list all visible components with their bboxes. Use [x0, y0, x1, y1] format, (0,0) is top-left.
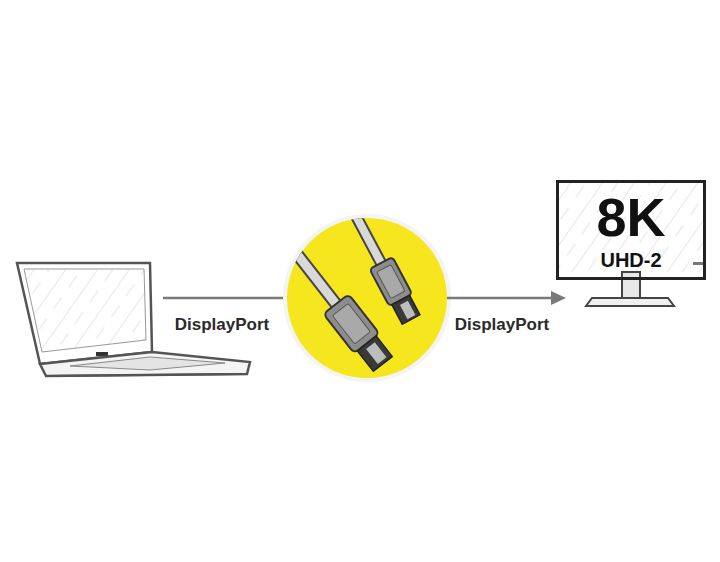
monitor-screen: 8K UHD-2: [556, 180, 706, 280]
resolution-text: 8K: [596, 189, 665, 246]
standard-text: UHD-2: [600, 250, 661, 271]
monitor: [556, 180, 706, 306]
connector-label: DisplayPort: [172, 314, 272, 336]
wire: [163, 297, 287, 300]
wire: [447, 297, 553, 300]
arrowhead: [551, 291, 566, 305]
connector-label: DisplayPort: [452, 314, 552, 336]
displayport-cables: [243, 151, 422, 374]
